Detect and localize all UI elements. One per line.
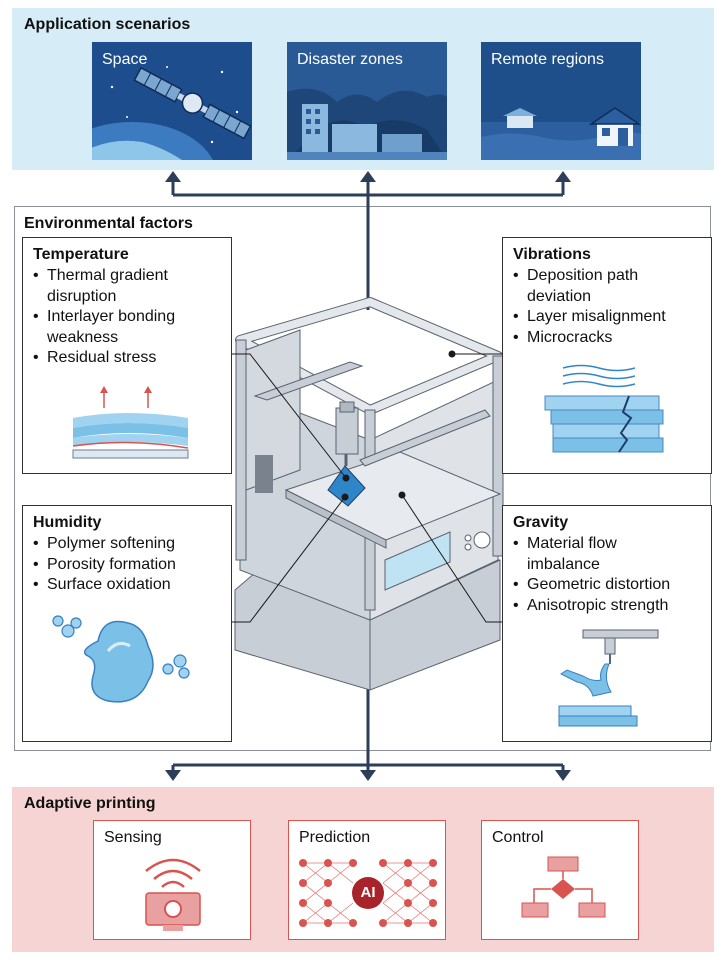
vibrations-bullet: Deposition path deviation [513, 266, 683, 307]
sensing-card: Sensing [93, 820, 251, 940]
3d-printer-illustration [234, 297, 504, 691]
gravity-bullet: Material flow imbalance [513, 534, 683, 575]
vibrations-card: Vibrations Deposition path deviation Lay… [502, 237, 712, 474]
temperature-bullet: Residual stress [33, 348, 203, 369]
humidity-bullet: Surface oxidation [33, 575, 203, 596]
humidity-bullet: Porosity formation [33, 555, 203, 576]
flowchart-icon [521, 856, 606, 918]
adaptive-label-prediction: Prediction [299, 829, 371, 846]
temperature-bullets: Thermal gradient disruption Interlayer b… [33, 266, 203, 369]
temperature-title: Temperature [33, 246, 129, 263]
neural-network-icon [299, 859, 437, 927]
leader-lines [232, 350, 502, 623]
prediction-card: Prediction AI [288, 820, 446, 940]
gravity-title: Gravity [513, 514, 569, 531]
gravity-card: Gravity Material flow imbalance Geometri… [502, 505, 712, 742]
gravity-bullets: Material flow imbalance Geometric distor… [513, 534, 683, 616]
satellite-illustration [92, 66, 252, 160]
scenario-label-disaster-zones: Disaster zones [297, 51, 403, 68]
disaster-illustration [287, 88, 447, 160]
scenario-label-remote-regions: Remote regions [491, 51, 604, 68]
adaptive-label-control: Control [492, 829, 544, 846]
gravity-bullet: Geometric distortion [513, 575, 683, 596]
environmental-factors-title: Environmental factors [24, 215, 193, 232]
extrusion-flow-icon [558, 629, 659, 727]
humidity-bullet: Polymer softening [33, 534, 203, 555]
space-scene: Space [92, 42, 252, 160]
temperature-card: Temperature Thermal gradient disruption … [22, 237, 232, 474]
control-card: Control [481, 820, 639, 940]
humidity-card: Humidity Polymer softening Porosity form… [22, 505, 232, 742]
moisture-blob-icon [52, 615, 190, 703]
adaptive-printing-title: Adaptive printing [24, 795, 156, 812]
humidity-title: Humidity [33, 514, 102, 531]
vibrations-bullet: Layer misalignment [513, 307, 683, 328]
remote-house-illustration [481, 107, 641, 160]
vibrations-title: Vibrations [513, 246, 591, 263]
application-scenarios-title: Application scenarios [24, 16, 191, 33]
disaster-zones-scene: Disaster zones [287, 42, 447, 160]
remote-regions-scene: Remote regions [481, 42, 641, 160]
gravity-bullet: Anisotropic strength [513, 596, 683, 617]
humidity-bullets: Polymer softening Porosity formation Sur… [33, 534, 203, 596]
vibrations-bullets: Deposition path deviation Layer misalign… [513, 266, 683, 348]
adaptive-label-sensing: Sensing [104, 829, 162, 846]
cracked-layers-icon [544, 364, 664, 453]
temperature-bullet: Interlayer bonding weakness [33, 307, 203, 348]
vibrations-bullet: Microcracks [513, 328, 683, 349]
ai-badge: AI [360, 884, 376, 901]
heat-layers-icon [72, 386, 189, 459]
scenario-label-space: Space [102, 51, 148, 68]
temperature-bullet: Thermal gradient disruption [33, 266, 203, 307]
sensor-wifi-icon [145, 858, 201, 931]
